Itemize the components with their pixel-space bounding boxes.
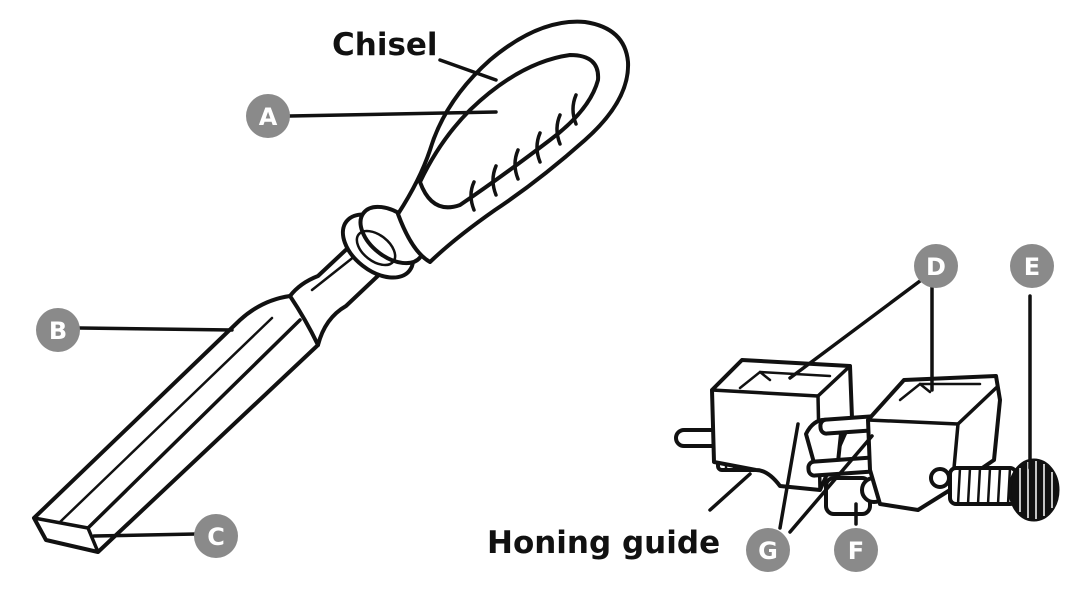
chisel-handle [396, 19, 631, 264]
handle-grip-ridges [469, 93, 578, 212]
badge-a-letter: A [259, 103, 278, 131]
leader-lines [78, 58, 1032, 538]
chisel-label: Chisel [332, 27, 438, 63]
guide-knurled-knob [1008, 458, 1060, 522]
honing-guide-label: Honing guide [487, 525, 720, 561]
leader-chisel [438, 58, 498, 82]
badge-f-letter: F [848, 537, 864, 565]
guide-screw-right [948, 466, 1018, 506]
leader-d-left [788, 276, 926, 380]
leader-g-left [778, 422, 800, 530]
badge-a: A [246, 94, 290, 138]
badge-c: C [194, 514, 238, 558]
badge-g-letter: G [758, 537, 778, 565]
leader-b [78, 326, 234, 332]
badge-d-letter: D [926, 253, 946, 281]
honing-guide-illustration [674, 358, 1060, 522]
leader-c [92, 532, 198, 538]
leader-a [288, 110, 498, 118]
leader-honing-guide [708, 472, 752, 512]
badge-b-letter: B [49, 317, 67, 345]
badge-c-letter: C [207, 523, 225, 551]
badge-f: F [834, 528, 878, 572]
leader-g-right [788, 434, 874, 534]
badge-d: D [914, 244, 958, 288]
chisel-illustration [32, 19, 631, 554]
badge-b: B [36, 308, 80, 352]
badge-e-letter: E [1024, 253, 1040, 281]
badge-e: E [1010, 244, 1054, 288]
badge-g: G [746, 528, 790, 572]
